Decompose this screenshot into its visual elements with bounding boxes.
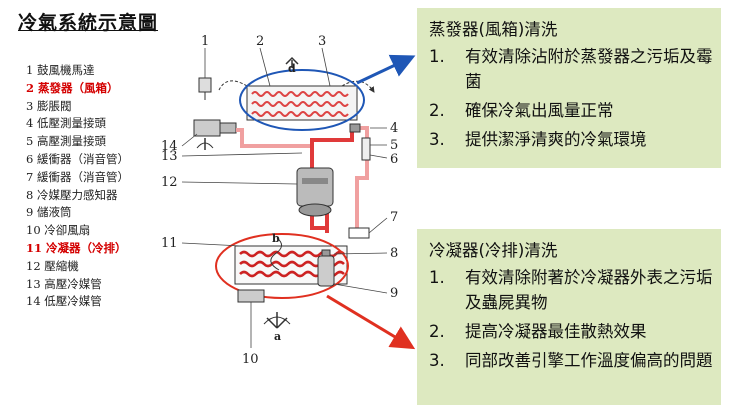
legend-item: 9 儲液筒 <box>26 205 72 220</box>
callout-number: 14 <box>161 139 178 154</box>
evaporator-arrow <box>356 54 416 85</box>
item-text: 提高冷凝器最佳散熱效果 <box>465 322 647 341</box>
condenser-cleaning-box: 冷凝器(冷排)清洗 1. 有效清除附著於冷凝器外表之污垢及蟲屍異物 2. 提高冷凝器… <box>417 229 721 405</box>
callout-number: 9 <box>390 286 398 301</box>
evaporator-cleaning-box: 蒸發器(風箱)清洗 1. 有效清除沾附於蒸發器之污垢及霉菌 2. 確保冷氣出風量正常… <box>417 8 721 168</box>
legend-item: 13 高壓冷媒管 <box>26 276 102 291</box>
condenser-highlight <box>215 233 349 299</box>
legend-item: 11 冷凝器（冷排） <box>26 240 127 255</box>
legend-item: 5 高壓測量接頭 <box>26 134 106 149</box>
legend-item: 7 緩衝器（消音管） <box>26 169 129 184</box>
component-legend: 1 鼓風機馬達 2 蒸發器（風箱） 3 膨脹閥 4 低壓測量接頭 5 高壓測量接… <box>26 62 129 311</box>
callout-number: 8 <box>390 246 398 261</box>
callout-number: 12 <box>161 175 178 190</box>
ac-system-diagram: 1 2 3 4 5 6 7 8 9 10 11 12 13 14 d b a <box>161 34 416 367</box>
list-item: 3. 同部改善引擎工作溫度偏高的問題 <box>429 348 713 373</box>
list-item: 2. 確保冷氣出風量正常 <box>429 98 713 123</box>
item-text: 有效清除沾附於蒸發器之污垢及霉菌 <box>465 47 713 91</box>
condenser-cleaning-heading: 冷凝器(冷排)清洗 <box>429 241 558 260</box>
legend-item: 8 冷媒壓力感知器 <box>26 187 118 202</box>
legend-item: 3 膨脹閥 <box>26 98 72 113</box>
item-text: 有效清除附著於冷凝器外表之污垢及蟲屍異物 <box>465 268 713 312</box>
evaporator-unit <box>218 56 375 121</box>
callout-number: 11 <box>161 236 178 251</box>
cooling-fan <box>237 289 291 329</box>
blower-motor <box>193 77 237 137</box>
legend-item: 12 壓縮機 <box>26 258 79 273</box>
airflow-letter: a <box>274 330 281 343</box>
legend-item: 2 蒸發器（風箱） <box>26 80 119 95</box>
airflow-letter: b <box>272 232 280 245</box>
legend-item: 14 低壓冷媒管 <box>26 294 102 309</box>
callout-number: 6 <box>390 152 398 167</box>
legend-item: 6 緩衝器（消音管） <box>26 151 129 166</box>
item-number: 1. <box>429 47 445 66</box>
list-item: 3. 提供潔淨清爽的冷氣環境 <box>429 127 713 152</box>
item-text: 同部改善引擎工作溫度偏高的問題 <box>465 351 713 370</box>
condenser-cleaning-list: 1. 有效清除附著於冷凝器外表之污垢及蟲屍異物 2. 提高冷凝器最佳散熱效果 3. 同… <box>417 265 721 373</box>
callout-number: 2 <box>256 34 264 49</box>
callout-number: 1 <box>201 34 209 49</box>
callout-number: 3 <box>318 34 326 49</box>
item-number: 1. <box>429 268 445 287</box>
page-title: 冷氣系統示意圖 <box>18 12 159 34</box>
callout-number: 13 <box>161 149 178 164</box>
callout-number: 5 <box>390 138 398 153</box>
legend-item: 10 冷卻風扇 <box>26 223 91 238</box>
airflow-letter: d <box>288 62 296 75</box>
item-text: 提供潔淨清爽的冷氣環境 <box>465 130 647 149</box>
list-item: 2. 提高冷凝器最佳散熱效果 <box>429 319 713 344</box>
callout-number: 7 <box>390 210 398 225</box>
item-number: 2. <box>429 322 445 341</box>
item-number: 3. <box>429 351 445 370</box>
list-item: 1. 有效清除沾附於蒸發器之污垢及霉菌 <box>429 44 713 94</box>
item-number: 3. <box>429 130 445 149</box>
list-item: 1. 有效清除附著於冷凝器外表之污垢及蟲屍異物 <box>429 265 713 315</box>
callout-number: 4 <box>390 121 398 136</box>
evaporator-cleaning-list: 1. 有效清除沾附於蒸發器之污垢及霉菌 2. 確保冷氣出風量正常 3. 提供潔淨清爽的… <box>417 44 721 152</box>
legend-item: 1 鼓風機馬達 <box>26 63 95 77</box>
receiver-drier <box>317 249 335 287</box>
callout-number: 10 <box>242 352 259 367</box>
evaporator-highlight <box>239 69 365 131</box>
compressor <box>296 167 334 217</box>
item-number: 2. <box>429 101 445 120</box>
legend-item: 4 低壓測量接頭 <box>26 116 106 131</box>
evaporator-cleaning-heading: 蒸發器(風箱)清洗 <box>429 20 558 39</box>
item-text: 確保冷氣出風量正常 <box>465 101 614 120</box>
condenser-arrow <box>326 294 416 350</box>
